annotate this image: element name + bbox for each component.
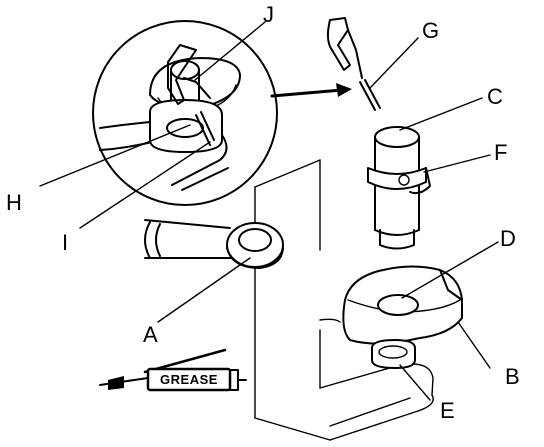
- part-labels: J G C F D B E A H I: [6, 2, 520, 423]
- label-i: I: [62, 230, 68, 255]
- hinge-pin-c: [367, 126, 431, 250]
- detail-arrow: [270, 83, 352, 98]
- label-g: G: [422, 18, 439, 43]
- label-a: A: [143, 322, 158, 347]
- label-j: J: [263, 2, 274, 27]
- hinge-bracket-b: [342, 265, 463, 369]
- grease-tube-icon: GREASE: [99, 348, 247, 392]
- leader-lines: [39, 21, 499, 401]
- label-e: E: [440, 398, 455, 423]
- label-f: F: [494, 140, 507, 165]
- label-b: B: [505, 364, 520, 389]
- grease-fitting-a: [144, 219, 284, 269]
- detail-magnifier: [92, 20, 278, 206]
- label-d: D: [500, 226, 516, 251]
- retaining-clip-g: [326, 17, 381, 111]
- label-h: H: [6, 190, 22, 215]
- label-c: C: [487, 84, 503, 109]
- grease-tube-text: GREASE: [160, 372, 218, 387]
